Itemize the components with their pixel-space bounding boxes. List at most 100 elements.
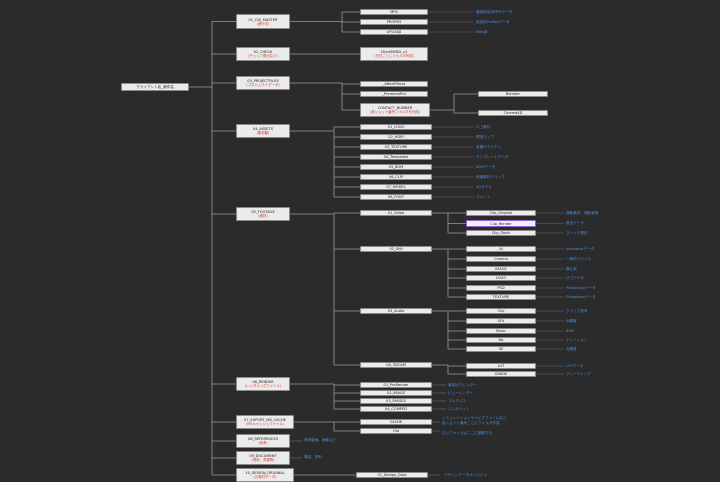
node-label: PSD	[497, 286, 505, 290]
note-audio-clip: クリップ音声	[566, 309, 588, 313]
node-04-assets[interactable]: 04_ASSETS(素材類)	[236, 124, 290, 138]
node-label: 06_CLIP	[388, 175, 404, 179]
node-font[interactable]: 08_FONT	[360, 194, 432, 200]
node-label: 03_TEXTURE	[384, 145, 408, 149]
node-se[interactable]: SE	[466, 346, 536, 352]
node-subtitle: (各ショット番号フォルダを作成)	[369, 110, 421, 114]
node-logo[interactable]: 01_LOGO	[360, 124, 432, 130]
node-label: クライアント名_案件名	[136, 85, 174, 89]
node-aftereffects[interactable]: _AfterEffects	[360, 81, 428, 87]
node-video[interactable]: 01_Video	[360, 210, 432, 216]
node-na[interactable]: Na	[466, 337, 536, 343]
node-10-design-original[interactable]: 10_DESIGN_ORIGINAL(元素材データ)	[236, 468, 294, 482]
note-sfx: 効果音	[566, 319, 577, 323]
node-subtitle: (進行中)	[256, 21, 270, 26]
node-root[interactable]: クライアント名_案件名	[121, 83, 189, 91]
node-still[interactable]: 02_Still	[360, 246, 432, 252]
node-mp4[interactable]: MP4	[360, 9, 428, 15]
node-02-check[interactable]: 02_CHECK(チェック提出など)	[236, 47, 290, 61]
node-subtitle: (MSキャッシュファイル)	[245, 422, 285, 426]
node-label: 01_PreRender	[383, 383, 409, 387]
node-prerender[interactable]: 01_PreRender	[360, 382, 432, 388]
node-clip-render[interactable]: Clip_Render	[466, 220, 536, 227]
node-label: Na	[498, 338, 504, 342]
node-grade[interactable]: GRADE	[466, 371, 536, 377]
node-label: SFX	[497, 319, 505, 323]
note-se: 効果音	[566, 347, 577, 351]
node-05-footage[interactable]: 05_FOOTAGE(素材)	[236, 207, 290, 221]
node-label: 01_Design_Data	[377, 473, 407, 477]
note-mp4: 通常納品用MP4データ	[476, 10, 513, 14]
note-lut: LUTデータ	[566, 364, 584, 368]
node-07-export-cache[interactable]: 07_EXPORT_MS_CACHE(MSキャッシュファイル)	[236, 415, 294, 429]
node-01-cw-master[interactable]: 01_CW_MASTER(進行中)	[236, 14, 290, 29]
node-cinema4d[interactable]: Cinema4D	[478, 110, 548, 116]
node-cache[interactable]: CACHE	[360, 419, 432, 425]
node-check-date[interactable]: 20xxMMDD_v1(日付ごとにフォルダ作成)	[360, 47, 428, 61]
node-music[interactable]: Music	[466, 328, 536, 334]
node-label: Blender	[506, 92, 520, 96]
node-08-references[interactable]: 08_REFERENCES(参考)	[236, 434, 290, 448]
note-hdri: 環境マップ	[476, 135, 494, 139]
node-image[interactable]: IMAGE	[466, 266, 536, 272]
node-cinema[interactable]: Cinema	[466, 256, 536, 262]
node-premierepro[interactable]: _PremierePro	[360, 91, 428, 97]
node-sfx[interactable]: SFX	[466, 318, 536, 324]
node-label: 05_BGM	[388, 165, 404, 169]
node-label: 06_RENDER	[252, 380, 274, 384]
note-na: ナレーション	[566, 338, 588, 342]
node-still-logo[interactable]: LOGO	[466, 275, 536, 281]
node-comped[interactable]: 04_COMPED	[360, 406, 432, 412]
note-design-data: デザインデータオリジナル	[444, 473, 488, 477]
node-model[interactable]: 07_MODEL	[360, 184, 432, 190]
node-3dcam[interactable]: 04_3DCAM	[360, 362, 432, 368]
note-ai: Illustratorデータ	[566, 247, 595, 251]
node-prores[interactable]: PRORES	[360, 19, 428, 25]
node-label: 03_PROJECTFILES	[247, 79, 279, 83]
node-label: LOGO	[495, 276, 507, 280]
node-blender[interactable]: Blender	[478, 91, 548, 97]
node-templates[interactable]: 04_Templates	[360, 154, 432, 160]
note-grade: グレーディング	[566, 372, 591, 376]
node-label: 09_DOCUMENT	[249, 454, 277, 458]
node-label: 05_FOOTAGE	[251, 210, 275, 214]
node-label: 08_FONT	[387, 195, 405, 199]
node-passes[interactable]: 03_PASSES	[360, 398, 432, 404]
node-texture[interactable]: 03_TEXTURE	[360, 144, 432, 150]
node-still-texture[interactable]: TEXTURE	[466, 294, 536, 300]
node-label: 07_EXPORT_MS_CACHE	[244, 418, 286, 422]
node-audio-clip[interactable]: Clip	[466, 308, 536, 314]
node-label: 04_Templates	[383, 155, 409, 159]
node-render-image[interactable]: 02_IMAGE	[360, 390, 432, 396]
note-render-image: ビューレンダー	[448, 391, 474, 395]
node-label: Clip_Render	[490, 221, 512, 226]
node-subtitle: (チェック提出など)	[248, 54, 278, 58]
node-subtitle: (元素材データ)	[253, 475, 277, 479]
node-clip-stock[interactable]: Clip_Stock	[466, 230, 536, 236]
node-label: 04_COMPED	[384, 407, 407, 411]
node-clip-original[interactable]: Clip_Original	[466, 210, 536, 216]
note-cache-1: シミュレーションやベイクファイルなど	[442, 416, 507, 420]
note-prores: 放送用ProResデータ	[476, 20, 510, 24]
node-clip[interactable]: 06_CLIP	[360, 174, 432, 180]
node-lut[interactable]: LUT	[466, 363, 536, 369]
node-09-document[interactable]: 09_DOCUMENT(資料、書類等)	[236, 451, 290, 465]
node-subtitle: (プロジェクトデータ)	[246, 83, 280, 87]
node-03-projectfiles[interactable]: 03_PROJECTFILES(プロジェクトデータ)	[236, 76, 290, 90]
node-psd[interactable]: PSD	[466, 285, 536, 291]
node-ai[interactable]: AI	[466, 246, 536, 252]
note-music: BGM	[566, 329, 575, 333]
node-old[interactable]: Old	[360, 428, 432, 434]
note-model: 3Dモデル	[476, 185, 492, 189]
node-06-render[interactable]: 06_RENDER(レンダリングファイル)	[236, 377, 290, 391]
note-still-logo: ロゴデータ	[566, 276, 584, 280]
node-label: _PremierePro	[382, 92, 406, 96]
node-hdri[interactable]: 02_HDRI	[360, 134, 432, 140]
node-bgm[interactable]: 05_BGM	[360, 164, 432, 170]
node-contact-number[interactable]: CONTACT_NUMBER(各ショット番号フォルダを作成)	[360, 103, 430, 117]
note-cinema: 一時的ファイル	[566, 257, 592, 261]
node-upload[interactable]: UPLOAD	[360, 29, 428, 35]
node-label: 07_MODEL	[386, 185, 406, 189]
node-audio[interactable]: 03_Audio	[360, 308, 432, 314]
node-design-data[interactable]: 01_Design_Data	[356, 472, 428, 478]
